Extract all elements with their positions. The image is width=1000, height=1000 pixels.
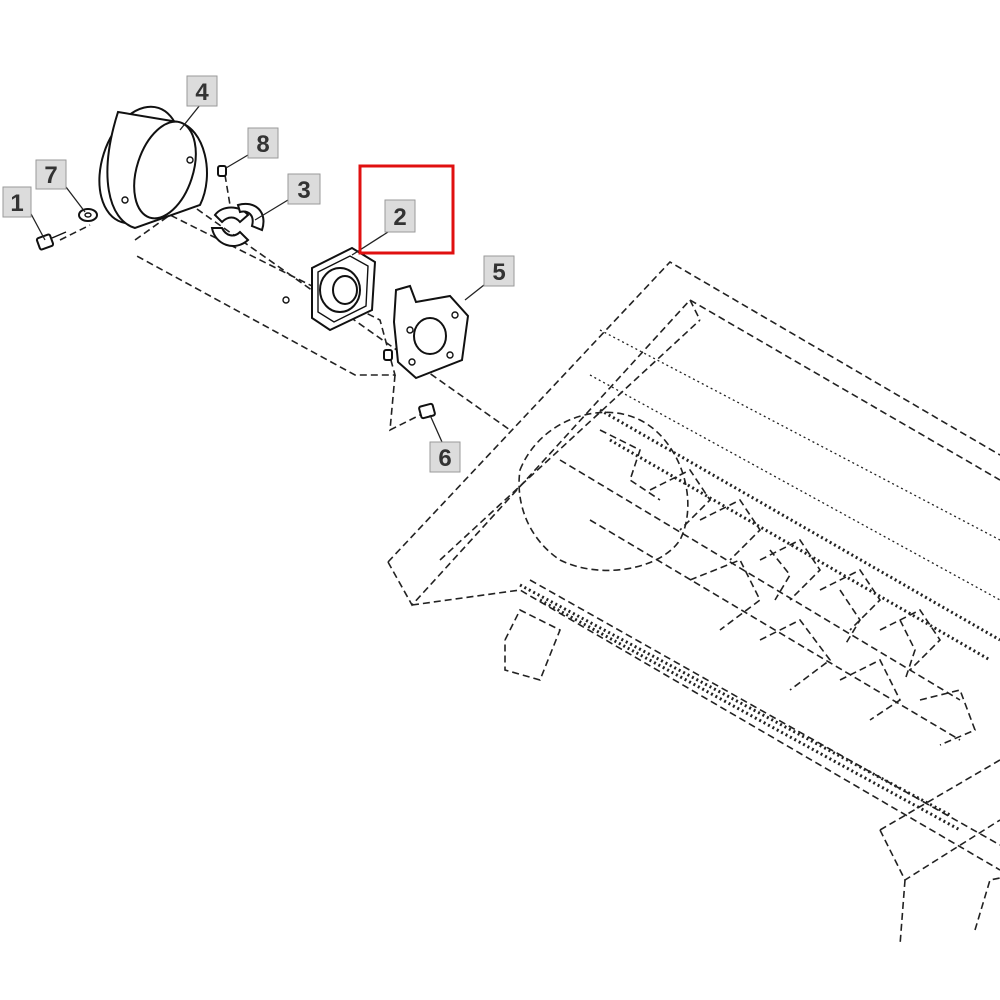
- svg-text:5: 5: [492, 259, 505, 286]
- part-7-washer[interactable]: [78, 208, 98, 222]
- callout-2[interactable]: 2: [384, 199, 416, 233]
- svg-text:8: 8: [256, 131, 269, 158]
- part-4-guard[interactable]: [85, 96, 208, 234]
- svg-text:6: 6: [438, 445, 451, 472]
- svg-text:2: 2: [393, 204, 406, 231]
- svg-text:4: 4: [195, 79, 209, 106]
- highlight-box: [358, 164, 455, 255]
- leader-lines: [29, 104, 485, 443]
- callout-6[interactable]: 6: [429, 441, 461, 473]
- callout-8[interactable]: 8: [247, 127, 279, 159]
- callout-4[interactable]: 4: [186, 75, 218, 107]
- machine-frame-ghost: [387, 260, 1000, 946]
- callout-1[interactable]: 1: [2, 186, 32, 218]
- part-3-collar[interactable]: [210, 202, 265, 247]
- callout-5[interactable]: 5: [483, 255, 515, 287]
- part-6-nut[interactable]: [383, 349, 436, 420]
- assembly-guides: [59, 174, 511, 432]
- part-2-bearing[interactable]: [282, 246, 377, 332]
- svg-text:3: 3: [297, 177, 310, 204]
- svg-text:1: 1: [10, 190, 23, 217]
- part-8-screw[interactable]: [217, 165, 227, 177]
- callout-7[interactable]: 7: [35, 159, 67, 190]
- part-1-bolt[interactable]: [35, 231, 67, 251]
- part-5-plate[interactable]: [392, 284, 470, 380]
- callout-3[interactable]: 3: [287, 173, 321, 205]
- svg-text:7: 7: [44, 162, 57, 189]
